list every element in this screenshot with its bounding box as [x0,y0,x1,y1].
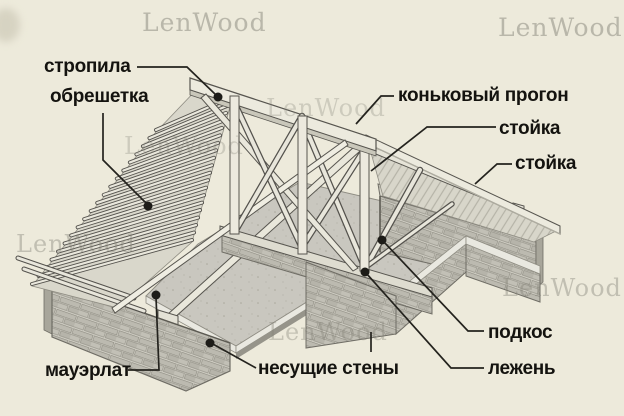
label-lathing: обрешетка [50,86,149,107]
center-post [359,136,370,272]
label-strut: подкос [488,322,553,343]
ridge-posts-and-braces [229,95,308,255]
label-rafters: стропила [44,56,131,77]
label-bearing-walls: несущие стены [258,358,399,379]
paper-smudge [0,8,20,42]
label-post-right: стойка [515,153,577,174]
label-post-upper: стойка [499,118,561,139]
label-wall-plate: мауэрлат [45,360,131,381]
lathing-battens [30,96,232,286]
label-sleeper: лежень [488,358,556,379]
label-ridge-purlin: коньковый прогон [398,85,569,106]
struts-and-braces [300,120,455,271]
